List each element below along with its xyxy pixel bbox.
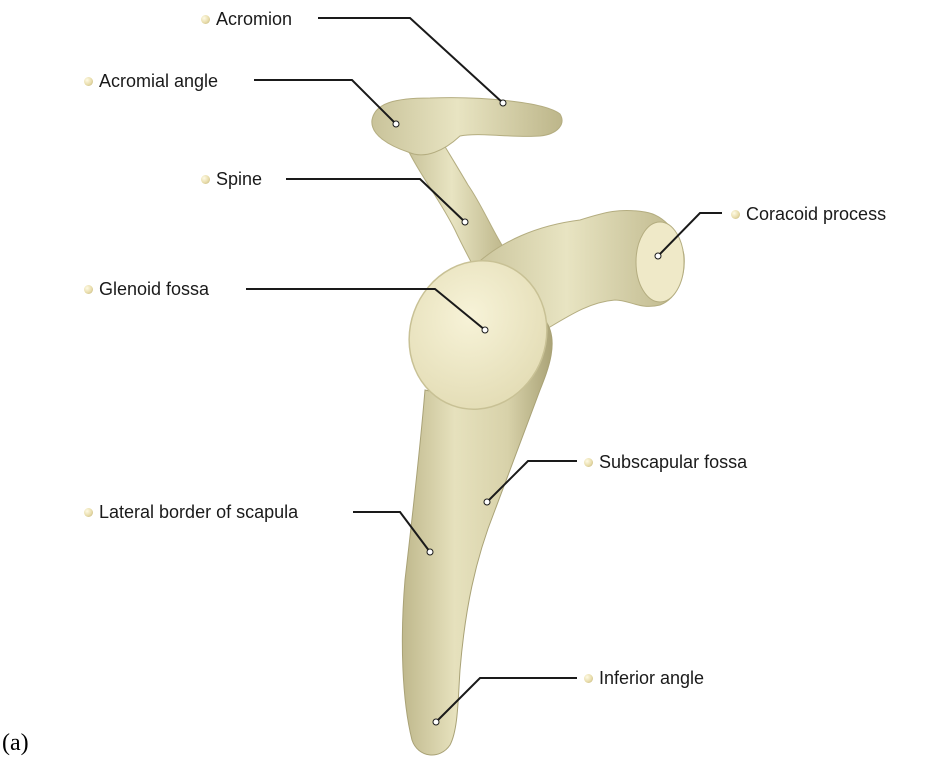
coracoid-point [655, 253, 661, 259]
inferior-angle-label: Inferior angle [584, 667, 704, 689]
acromion-label: Acromion [201, 8, 292, 30]
subscapular-fossa-point [484, 499, 490, 505]
coracoid-process-text: Coracoid process [746, 204, 886, 224]
acromial-angle-label: Acromial angle [84, 70, 218, 92]
acromion-point [500, 100, 506, 106]
acromion-leader [318, 18, 503, 103]
glenoid-fossa-label: Glenoid fossa [84, 278, 209, 300]
lateral-border-point [427, 549, 433, 555]
panel-label: (a) [2, 730, 29, 757]
subscapular-fossa-label: Subscapular fossa [584, 451, 747, 473]
glenoid-fossa-point [482, 327, 488, 333]
acromial-angle-point [393, 121, 399, 127]
glenoid-fossa-bullet-icon [84, 285, 93, 294]
coracoid-process-bullet-icon [731, 210, 740, 219]
lateral-border-bullet-icon [84, 508, 93, 517]
spine-bullet-icon [201, 175, 210, 184]
glenoid-fossa-text: Glenoid fossa [99, 279, 209, 299]
acromion-shape [372, 98, 562, 155]
inferior-angle-point [433, 719, 439, 725]
coracoid-tip-shape [636, 222, 684, 302]
acromial-angle-bullet-icon [84, 77, 93, 86]
acromial-angle-text: Acromial angle [99, 71, 218, 91]
subscapular-fossa-bullet-icon [584, 458, 593, 467]
lateral-border-text: Lateral border of scapula [99, 502, 298, 522]
lateral-border-label: Lateral border of scapula [84, 501, 298, 523]
spine-label: Spine [201, 168, 262, 190]
acromion-text: Acromion [216, 9, 292, 29]
acromion-bullet-icon [201, 15, 210, 24]
spine-text: Spine [216, 169, 262, 189]
inferior-angle-text: Inferior angle [599, 668, 704, 688]
subscapular-fossa-text: Subscapular fossa [599, 452, 747, 472]
coracoid-process-label: Coracoid process [731, 203, 886, 225]
spine-point [462, 219, 468, 225]
inferior-angle-bullet-icon [584, 674, 593, 683]
